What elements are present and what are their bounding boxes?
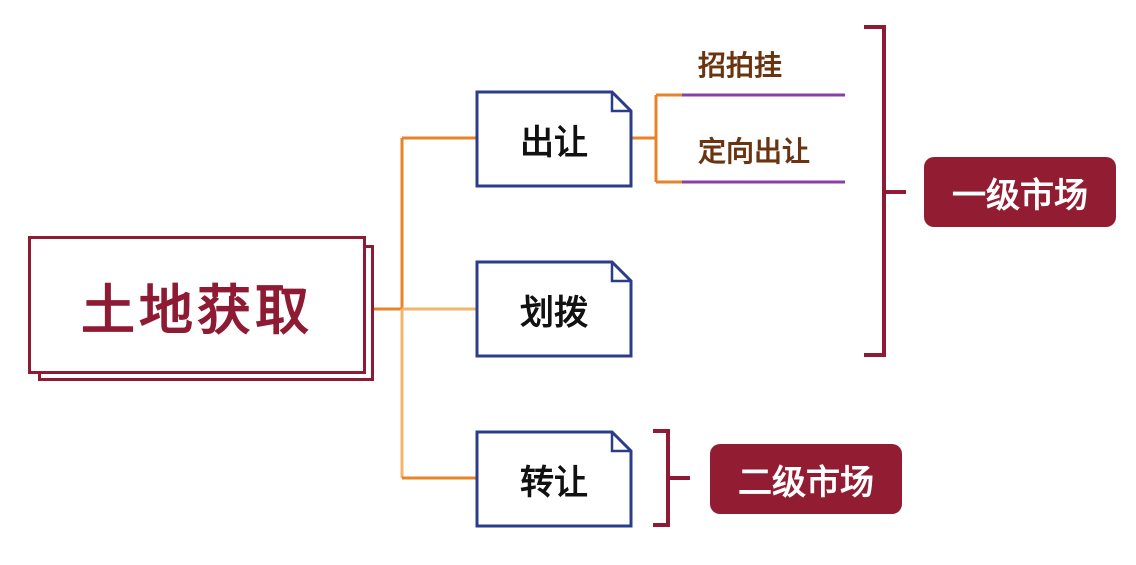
doc-shape-churang <box>475 90 633 188</box>
primary-market-bracket <box>864 25 886 357</box>
secondary-market-badge: 二级市场 <box>710 444 902 514</box>
method-node-zhuanrang: 转让 <box>477 432 631 526</box>
method-label: 出让 <box>520 122 588 163</box>
root-node: 土地获取 <box>28 236 366 374</box>
method-label: 转让 <box>520 462 588 503</box>
secondary-market-bracket <box>653 429 670 527</box>
doc-shape-zhuanrang <box>475 430 633 528</box>
method-label: 划拨 <box>520 292 588 333</box>
method-node-huabo: 划拨 <box>477 262 631 356</box>
doc-shape-huabo <box>475 260 633 358</box>
transfer-type-directed: 定向出让 <box>698 135 811 168</box>
transfer-type-auction: 招拍挂 <box>698 49 783 82</box>
root-node-label: 土地获取 <box>81 278 313 342</box>
method-node-churang: 出让 <box>477 92 631 186</box>
primary-market-badge: 一级市场 <box>924 157 1116 227</box>
